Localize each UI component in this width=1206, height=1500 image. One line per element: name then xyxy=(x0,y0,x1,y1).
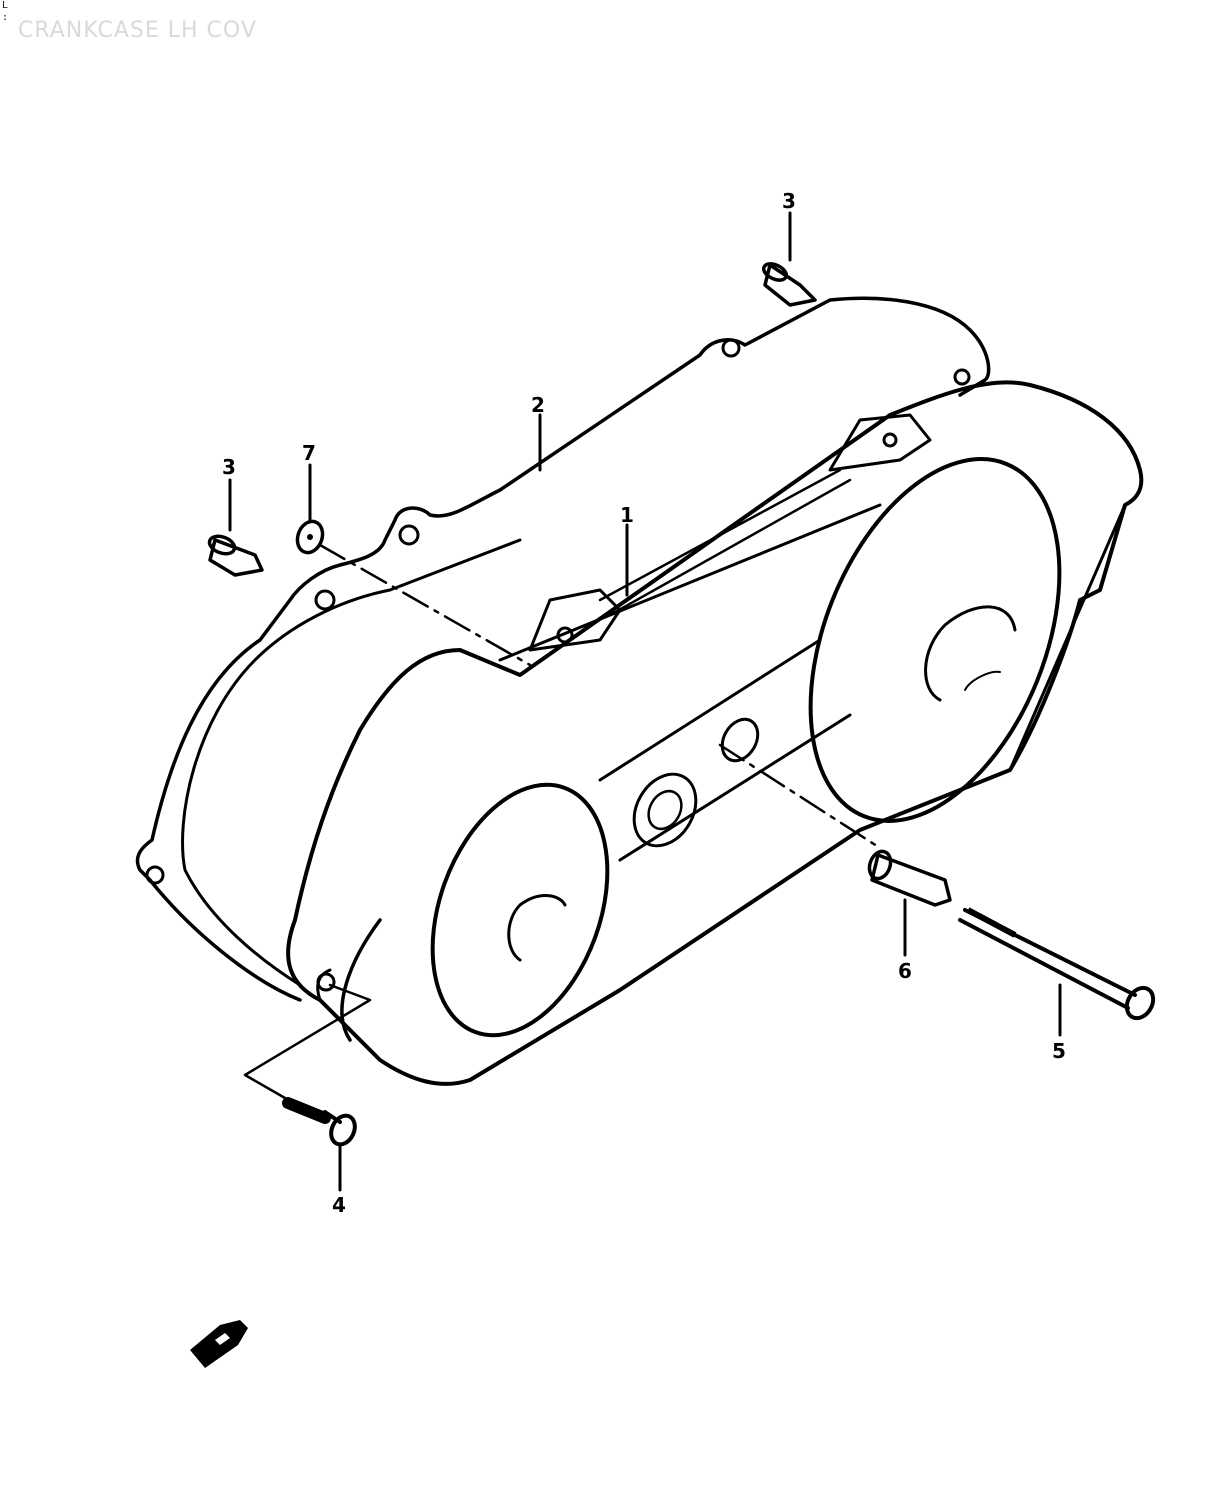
alignment-lines xyxy=(243,543,882,1100)
gasket xyxy=(135,296,991,1002)
washer-7 xyxy=(295,519,325,555)
front-arrow-icon xyxy=(190,1320,248,1368)
collar-6 xyxy=(867,849,952,907)
callout-4: 4 xyxy=(332,1193,346,1217)
callout-5: 5 xyxy=(1052,1039,1066,1063)
watermark-text: CRANKCASE LH COV xyxy=(18,18,257,43)
dowel-pin-left xyxy=(207,534,264,577)
corner-marks: L: xyxy=(2,0,9,23)
callout-7: 7 xyxy=(302,441,316,465)
screw-short xyxy=(282,1097,357,1147)
callout-6: 6 xyxy=(898,959,912,983)
crankcase-cover xyxy=(286,380,1144,1086)
bolt-long xyxy=(958,907,1156,1021)
callout-3-upper: 3 xyxy=(782,189,796,213)
callout-2: 2 xyxy=(531,393,545,417)
callout-1: 1 xyxy=(620,503,634,527)
callout-labels: 1 2 3 3 4 5 6 7 xyxy=(222,189,1066,1217)
callout-3-left: 3 xyxy=(222,455,236,479)
dowel-pin-upper xyxy=(761,262,817,307)
leader-lines xyxy=(228,211,1062,1192)
